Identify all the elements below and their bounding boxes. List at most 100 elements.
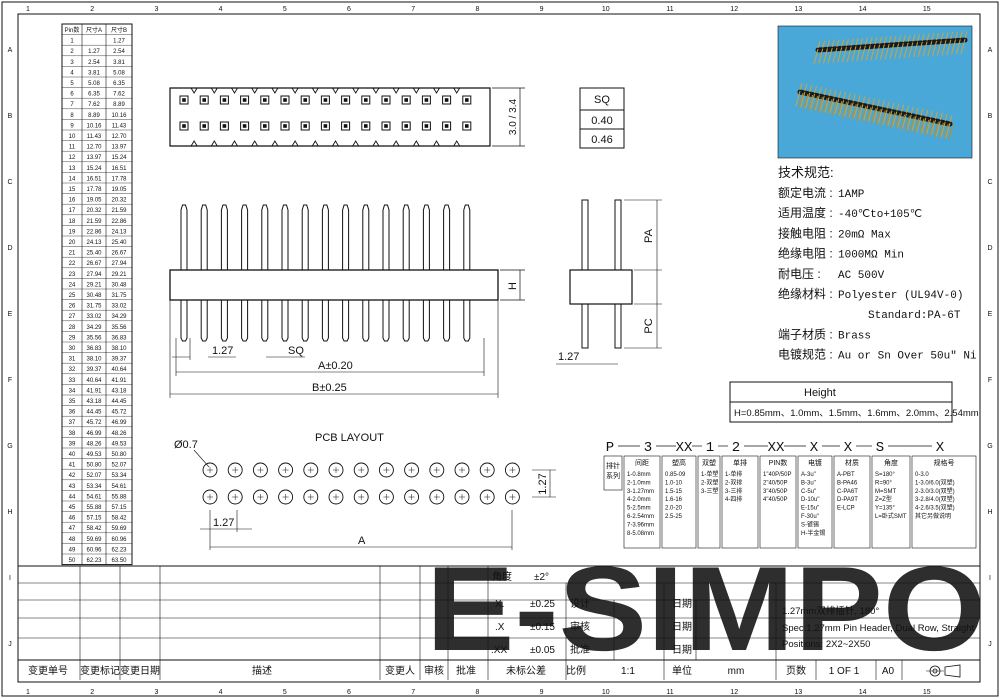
- pin-table-cell: 8.89: [113, 102, 125, 108]
- description-cn: 1.27mm双排插针, 180°: [782, 605, 879, 617]
- frame-number: 7: [411, 6, 415, 13]
- pin-table-cell: 41.91: [111, 378, 127, 384]
- frame-letter: E: [988, 311, 993, 318]
- part-code-option: 7-3.96mm: [627, 522, 654, 528]
- frame-letter: C: [987, 179, 992, 186]
- part-code-option: 3-2.8/4.0(双塑): [915, 495, 955, 503]
- frame-letter: B: [988, 113, 993, 120]
- side-pitch-label: 1.27: [558, 351, 579, 363]
- pin-table-cell: 35.56: [111, 325, 127, 331]
- pin-header-photo: [795, 30, 968, 141]
- projection-symbol: [926, 664, 961, 678]
- title-block-cell: 变更单号: [28, 664, 68, 677]
- spec-label: 耐电压 :: [778, 267, 821, 281]
- b-tolerance-label: B±0.25: [312, 382, 347, 394]
- pin-table-cell: 45.72: [111, 410, 127, 416]
- frame-number: 9: [540, 6, 544, 13]
- pin-table-cell: 45: [69, 505, 76, 511]
- spec-value: 1AMP: [838, 189, 865, 201]
- part-code-option: 3-三排: [725, 487, 742, 495]
- part-code-option: 0-3.0: [915, 472, 929, 478]
- pin-table-cell: 40: [69, 452, 76, 458]
- part-code-option: 2-3.0/3.0(双塑): [915, 487, 955, 495]
- part-code-option: 2.5-25: [665, 514, 683, 520]
- part-code-head: PIN数: [769, 458, 788, 467]
- part-code-letter: X: [810, 440, 819, 456]
- frame-number: 4: [219, 6, 223, 13]
- pin-table-cell: 3.81: [113, 60, 125, 66]
- part-code-option: E-LCP: [837, 506, 855, 512]
- pin-table-cell: 22.86: [86, 229, 102, 235]
- pin-table-cell: 52.07: [86, 473, 102, 479]
- pin-table-cell: 53.34: [86, 484, 102, 490]
- angle-label: 角度: [492, 570, 512, 583]
- frame-number: 14: [859, 6, 867, 13]
- pin-table-cell: 49: [69, 547, 76, 553]
- title-block-cell: 单位: [672, 664, 692, 677]
- frame-letter: I: [9, 575, 11, 582]
- spec-value: Polyester (UL94V-0): [838, 290, 963, 302]
- design-label: 设计: [570, 597, 590, 610]
- pin-table-cell: 3: [70, 60, 74, 66]
- pin-table-cell: 20.32: [111, 198, 127, 204]
- pin-table-cell: 6.35: [113, 81, 125, 87]
- pin-table-cell: 43: [69, 484, 76, 490]
- pin-table-cell: 41.91: [86, 388, 102, 394]
- title-block-cell: 变更人: [385, 664, 415, 677]
- pin-table-cell: 12: [69, 155, 76, 161]
- pin-table-cell: 57.15: [111, 505, 127, 511]
- frame-number: 15: [923, 6, 931, 13]
- pin-table-cell: 44: [69, 494, 76, 500]
- pcb-title: PCB LAYOUT: [315, 432, 384, 444]
- pin-table-cell: 22.86: [111, 219, 127, 225]
- part-code-option: E-15u": [801, 506, 819, 512]
- pin-table-cell: 33.02: [86, 314, 102, 320]
- part-code-option: 3-1.27mm: [627, 489, 654, 495]
- pin-table-cell: 24: [69, 282, 76, 288]
- part-code-head: 双塑: [702, 458, 716, 467]
- title-block-cell: 比例: [566, 664, 586, 677]
- pin-table-cell: 45.72: [86, 420, 102, 426]
- part-code-letter: 1: [706, 440, 714, 456]
- pin-table-cell: 7.62: [88, 102, 100, 108]
- frame-letter: G: [987, 443, 992, 450]
- pin-table-cell: 38.10: [86, 357, 102, 363]
- pitch-label: 1.27: [212, 345, 233, 357]
- part-code-letter: 3: [644, 440, 652, 456]
- part-code-option: 1.5-15: [665, 489, 683, 495]
- frame-letter: A: [988, 47, 993, 54]
- pin-table-cell: 7.62: [113, 92, 125, 98]
- part-code-option: C-5u": [801, 489, 816, 495]
- a-tolerance-label: A±0.20: [318, 360, 353, 372]
- pin-table-cell: 34.29: [86, 325, 102, 331]
- pin-table-cell: 58.42: [86, 526, 102, 532]
- sq-table: SQ 0.40 0.46: [579, 87, 625, 149]
- frame-letter: A: [8, 47, 13, 54]
- frame-letter: F: [988, 377, 992, 384]
- pin-table-header: 尺寸A: [86, 26, 102, 34]
- spec-value: -40℃to+105℃: [838, 209, 922, 221]
- part-code-option: S-镀锡: [801, 520, 819, 528]
- pin-table-cell: 52.07: [111, 463, 127, 469]
- pin-table-cell: 11.43: [87, 134, 102, 140]
- pin-table-cell: 38.10: [111, 346, 127, 352]
- part-code-head: 排针: [606, 461, 620, 470]
- pin-table-header: 尺寸B: [111, 26, 127, 34]
- spec-label: 接触电阻 :: [778, 225, 833, 240]
- pin-table-cell: 23: [69, 272, 76, 278]
- frame-number: 13: [795, 689, 803, 696]
- frame-letter: J: [8, 641, 12, 648]
- pin-table-cell: 10: [69, 134, 76, 140]
- frame-letter: D: [7, 245, 12, 252]
- part-code-option: F-30u": [801, 514, 819, 520]
- part-code-option: A-3u": [801, 472, 816, 478]
- pin-table-cell: 58.42: [111, 516, 127, 522]
- frame-number: 13: [795, 6, 803, 13]
- part-code-option: 2.0-20: [665, 506, 683, 512]
- pin-table-cell: 15.24: [111, 155, 127, 161]
- pin-table-cell: 54.61: [111, 484, 127, 490]
- pcb-a-label: A: [358, 535, 366, 547]
- part-code-option: 6-2.54mm: [627, 514, 654, 520]
- date-label-1: 日期: [672, 598, 692, 610]
